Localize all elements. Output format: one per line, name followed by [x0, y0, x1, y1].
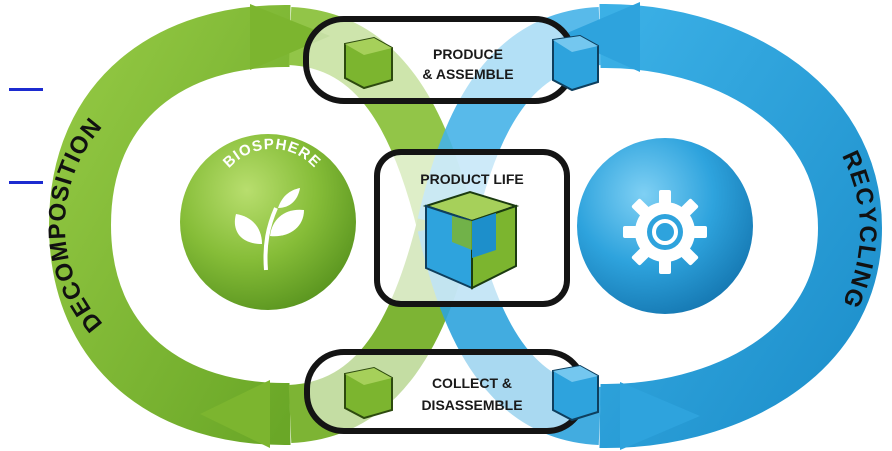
- leaf-sprout-icon: [234, 188, 304, 271]
- margin-mark-top: [9, 88, 43, 91]
- product-life-label: PRODUCT LIFE: [420, 171, 523, 187]
- technosphere-ball: TECHNOSPHERE: [577, 114, 753, 314]
- margin-mark-bottom: [9, 181, 43, 184]
- blue-arrow-head-top: [560, 2, 640, 72]
- collect-label-line1: COLLECT &: [432, 375, 512, 391]
- blue-loop-right-arc: [599, 3, 883, 449]
- green-cube-icon: [344, 36, 393, 90]
- product-cube-icon: [422, 190, 520, 290]
- produce-label-line2: & ASSEMBLE: [422, 66, 513, 82]
- produce-label-line1: PRODUCE: [433, 46, 503, 62]
- collect-label-line2: DISASSEMBLE: [421, 397, 522, 413]
- blue-arrow-head-bottom: [620, 382, 700, 450]
- produce-assemble-step: PRODUCE & ASSEMBLE: [303, 16, 599, 104]
- blue-cube-icon: [552, 364, 599, 422]
- green-arrow-head-bottom: [200, 380, 270, 448]
- product-life-box: PRODUCT LIFE: [374, 149, 570, 307]
- green-arrow-head-top: [250, 4, 330, 70]
- green-cube-icon: [344, 366, 393, 420]
- gear-icon: [623, 190, 707, 274]
- blue-cube-icon: [552, 34, 599, 92]
- collect-disassemble-step: COLLECT & DISASSEMBLE: [304, 349, 599, 434]
- biosphere-ball: BIOSPHERE: [180, 134, 356, 310]
- green-loop-left-arc: [48, 4, 291, 446]
